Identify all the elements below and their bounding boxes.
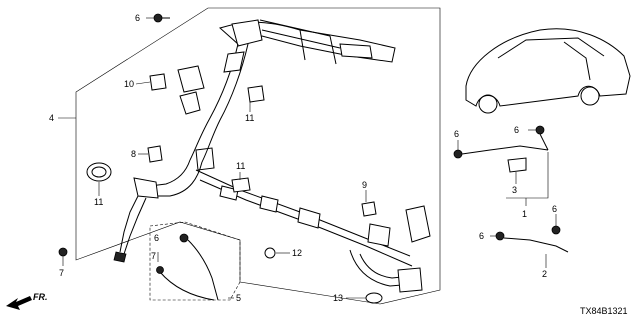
callout-6-right-c: 6 xyxy=(479,231,484,241)
clip-6-top xyxy=(153,13,170,23)
grommet-11a xyxy=(86,162,112,182)
ground-cable-2 xyxy=(495,225,569,253)
front-direction-arrow-icon xyxy=(6,296,32,310)
callout-11-left: 11 xyxy=(94,197,103,207)
callout-6-right-d: 6 xyxy=(552,204,557,214)
callout-13: 13 xyxy=(333,293,343,303)
leader-lines xyxy=(58,17,557,299)
bolt-7a xyxy=(58,247,68,257)
callout-11-mid: 11 xyxy=(236,161,245,171)
callout-2: 2 xyxy=(542,269,547,279)
vehicle-illustration xyxy=(465,28,631,114)
callout-3: 3 xyxy=(512,185,517,195)
ground-cable-5 xyxy=(156,233,219,301)
callout-6-right-a: 6 xyxy=(454,129,459,139)
clip-10 xyxy=(149,73,167,91)
callout-6-left: 6 xyxy=(154,233,159,243)
clip-12 xyxy=(264,247,276,259)
callout-10: 10 xyxy=(124,79,134,89)
callout-5: 5 xyxy=(236,293,241,303)
main-wire-harness xyxy=(113,19,431,293)
callout-6-right-b: 6 xyxy=(514,125,519,135)
clip-13 xyxy=(365,292,383,304)
callout-4: 4 xyxy=(49,113,54,123)
part5-outline xyxy=(149,221,241,301)
callout-6-top: 6 xyxy=(135,13,140,23)
clip-8 xyxy=(147,145,163,163)
clip-9 xyxy=(361,201,377,217)
callout-12: 12 xyxy=(292,248,302,258)
callout-7-left: 7 xyxy=(59,268,64,278)
clip-11b xyxy=(247,85,265,103)
callout-8: 8 xyxy=(131,149,136,159)
callout-9: 9 xyxy=(362,180,367,190)
callout-7-mid: 7 xyxy=(151,251,156,261)
direction-label: FR. xyxy=(33,292,48,302)
callout-11-upper: 11 xyxy=(245,113,254,123)
ground-cable-1 xyxy=(453,125,549,173)
clip-11c xyxy=(231,177,251,193)
diagram-code: TX84B1321 xyxy=(580,306,628,316)
callout-1: 1 xyxy=(522,209,527,219)
